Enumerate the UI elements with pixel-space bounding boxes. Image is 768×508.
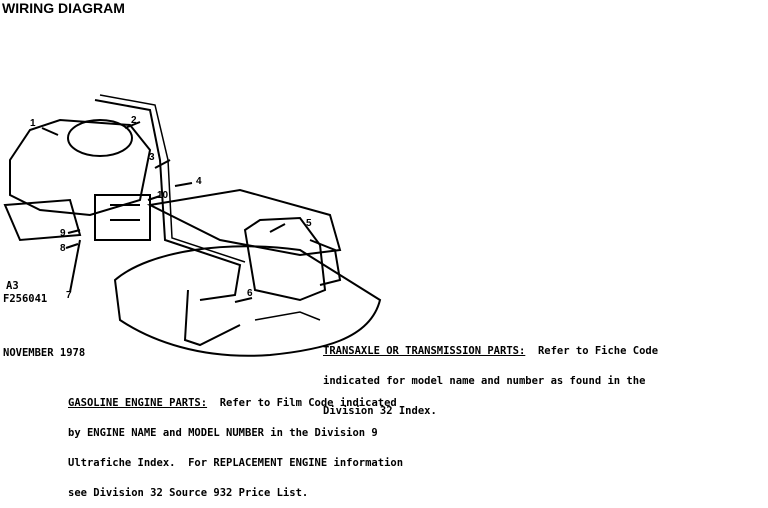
callout-8: 8 [60,243,66,254]
brake-pedal-wire [183,289,241,347]
engine-note: GASOLINE ENGINE PARTS: Refer to Film Cod… [68,378,403,508]
callout-1: 1 [30,118,36,129]
callout-6: 6 [247,288,253,299]
transaxle-body: Refer to Fiche Code [525,345,659,357]
engine-heading: GASOLINE ENGINE PARTS: [68,397,208,409]
callout-5: 5 [306,218,312,229]
callout-3: 3 [149,152,155,163]
callout-7: 7 [66,290,72,301]
callout-4: 4 [196,176,202,187]
transaxle-note: TRANSAXLE OR TRANSMISSION PARTS: Refer t… [323,326,658,426]
engine-line2: by ENGINE NAME and MODEL NUMBER in the D… [68,427,378,439]
transaxle-line3: Division 32 Index. [323,405,437,417]
front-bumper [3,198,82,242]
engine-line3: Ultrafiche Index. For REPLACEMENT ENGINE… [68,457,404,469]
date-label: NOVEMBER 1978 [3,347,86,359]
figure-code: A3 [6,280,19,292]
part-number: F256041 [3,293,48,305]
tractor-body [146,188,342,257]
seat-fender [243,216,327,302]
engine [9,118,152,217]
wiring-harness [94,99,242,301]
transaxle-line2: indicated for model name and number as f… [323,375,646,387]
callout-2: 2 [131,115,137,126]
engine-line4: see Division 32 Source 932 Price List. [68,487,309,499]
engine-body: Refer to Film Code indicated [207,397,397,409]
battery [94,194,151,241]
transaxle-heading: TRANSAXLE OR TRANSMISSION PARTS: [323,345,526,357]
air-cleaner [67,119,133,157]
mower-deck [113,245,382,357]
page-title: WIRING DIAGRAM [2,0,125,16]
callout-10: 10 [157,190,169,201]
callout-9: 9 [60,228,66,239]
wiring-diagram-illustration [3,94,382,357]
